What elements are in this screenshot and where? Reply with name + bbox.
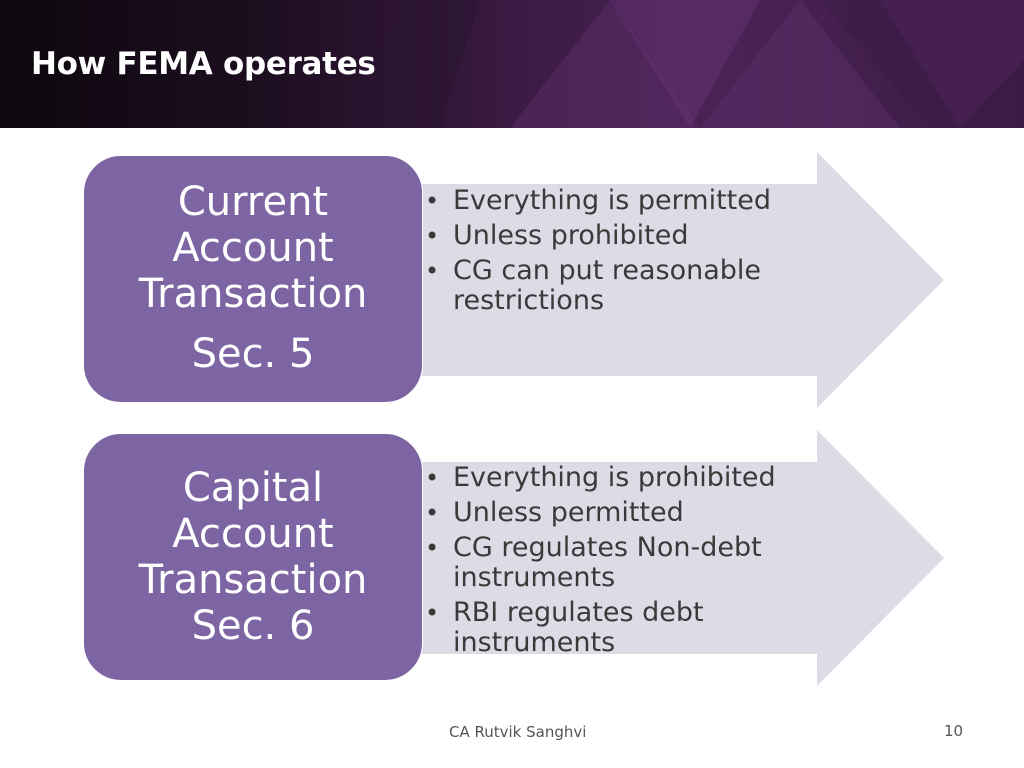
- list-item: •Unless prohibited: [425, 220, 689, 251]
- list-item: •CG regulates Non-debt instruments: [425, 532, 762, 593]
- capital-account-block: Capital Account Transaction Sec. 6 •Ever…: [0, 428, 1024, 688]
- section-label: Sec. 5: [191, 331, 315, 377]
- box-heading-line: Account: [172, 511, 334, 557]
- list-item: •Everything is permitted: [425, 185, 772, 216]
- bullet-icon: •: [425, 222, 440, 250]
- list-item: •RBI regulates debt instruments: [425, 597, 704, 658]
- bullet-list: •Everything is permitted •Unless prohibi…: [425, 186, 813, 321]
- current-account-box: Current Account Transaction Sec. 5: [83, 155, 423, 403]
- slide-title: How FEMA operates: [31, 46, 376, 82]
- footer-author: CA Rutvik Sanghvi: [449, 723, 587, 741]
- bullet-icon: •: [425, 499, 440, 527]
- page-number: 10: [944, 722, 964, 740]
- box-heading-line: Current: [177, 179, 329, 225]
- capital-account-box: Capital Account Transaction Sec. 6: [83, 433, 423, 681]
- list-item: •Unless permitted: [425, 497, 684, 528]
- bullet-icon: •: [425, 464, 440, 492]
- box-heading-line: Account: [172, 225, 334, 271]
- current-account-block: Current Account Transaction Sec. 5 •Ever…: [0, 150, 1024, 410]
- list-item: •Everything is prohibited: [425, 462, 776, 493]
- box-heading-line: Transaction: [138, 557, 368, 603]
- arrow-shape: [380, 152, 944, 408]
- bullet-icon: •: [425, 257, 440, 285]
- bullet-icon: •: [425, 187, 440, 215]
- box-heading-line: Transaction: [138, 271, 368, 317]
- arrow-shape: [380, 430, 944, 686]
- bullet-icon: •: [425, 599, 440, 627]
- title-bar: How FEMA operates: [0, 0, 1024, 128]
- bullet-list: •Everything is prohibited •Unless permit…: [425, 463, 813, 663]
- bullet-icon: •: [425, 534, 440, 562]
- section-label: Sec. 6: [191, 603, 315, 649]
- list-item: •CG can put reasonable restrictions: [425, 255, 762, 316]
- box-heading-line: Capital: [182, 465, 324, 511]
- header-decoration: [360, 0, 1024, 128]
